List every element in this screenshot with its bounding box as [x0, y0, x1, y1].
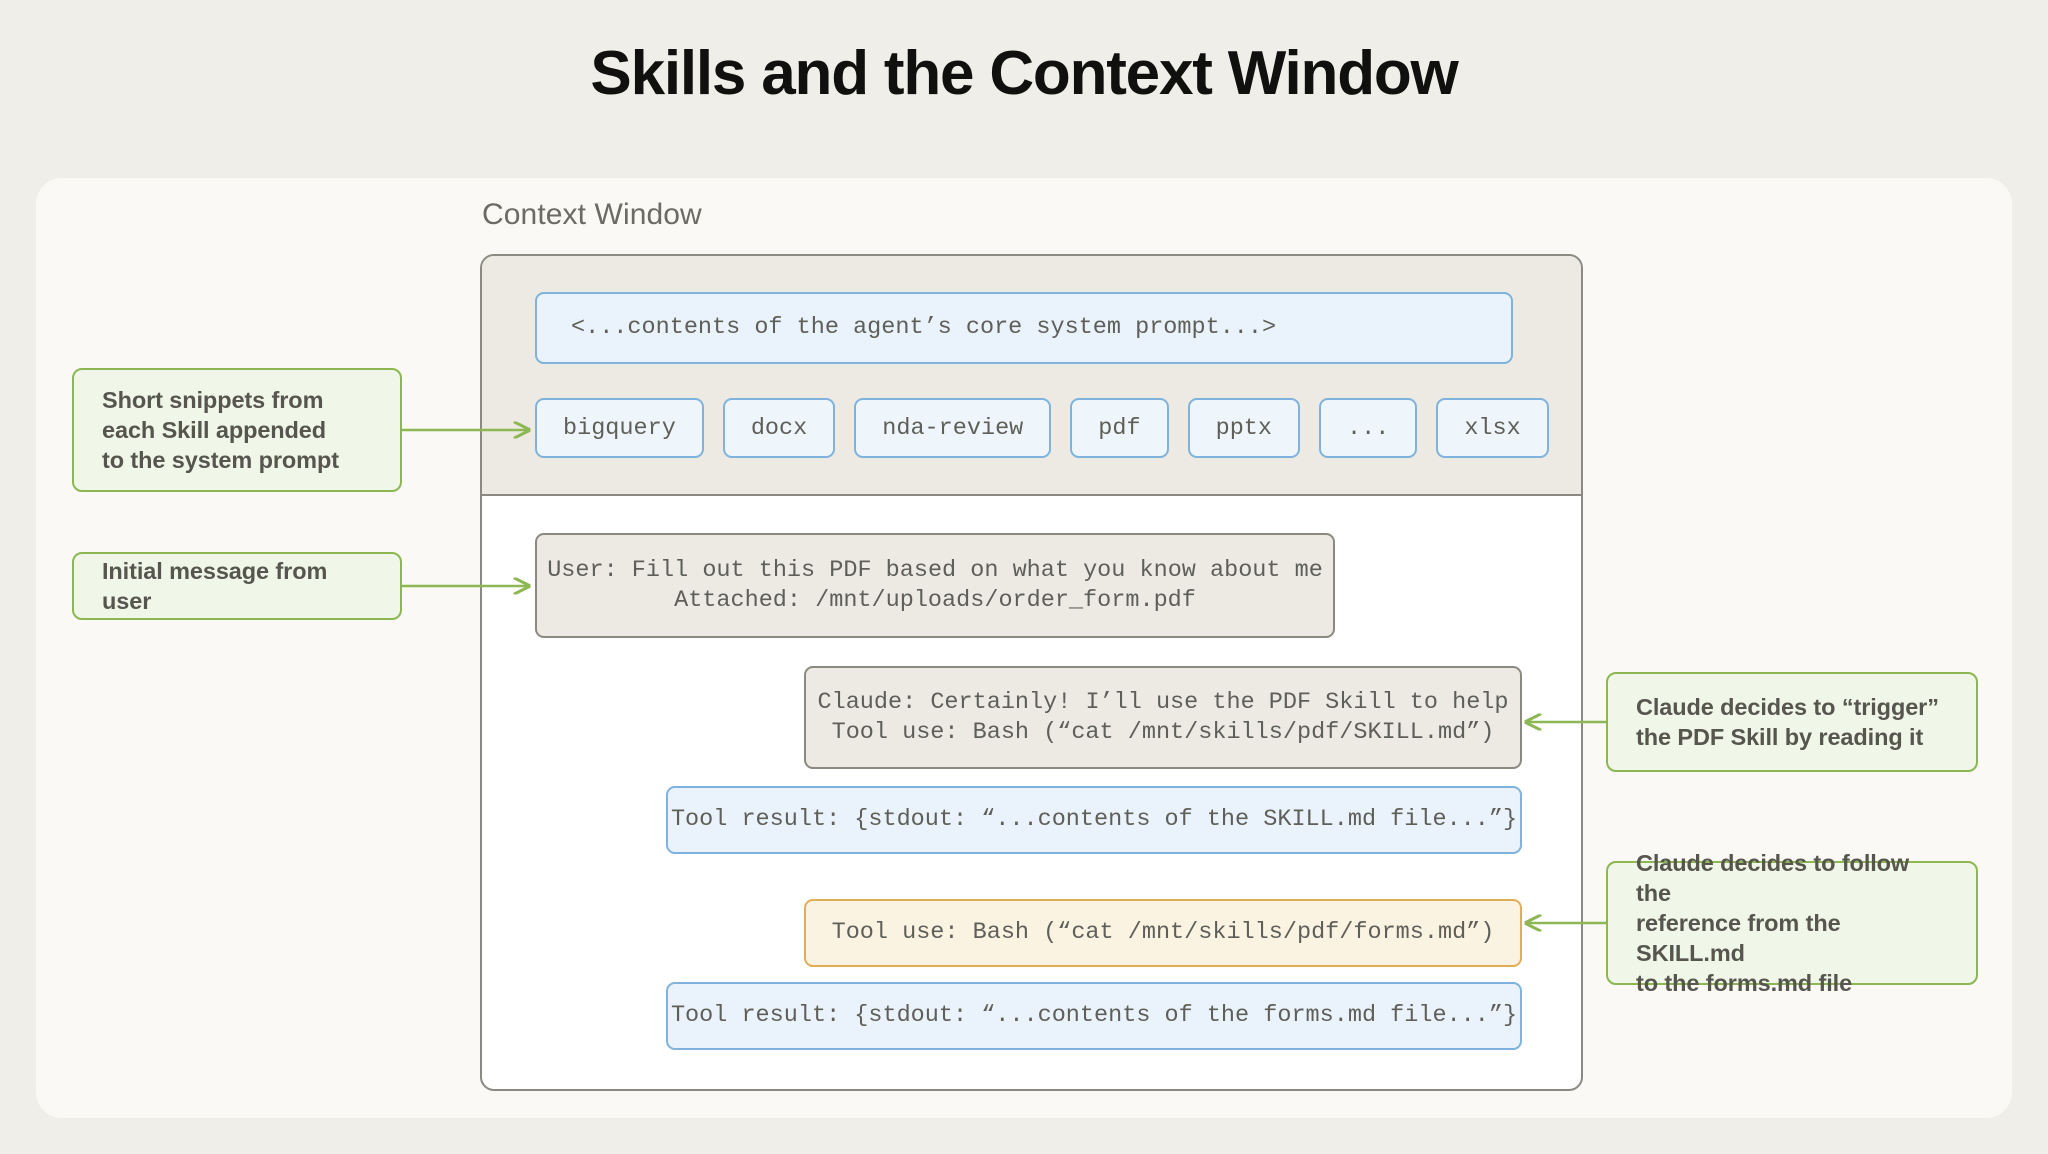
- transcript-tool-result-skill-md: Tool result: {stdout: “...contents of th…: [666, 786, 1522, 854]
- transcript-tool-result-forms-md: Tool result: {stdout: “...contents of th…: [666, 982, 1522, 1050]
- page-title: Skills and the Context Window: [590, 39, 1458, 108]
- annotation-initial-message: Initial message from user: [72, 552, 402, 620]
- annotation-follow-reference-line-2: reference from the SKILL.md: [1636, 910, 1841, 966]
- transcript-tool-use-forms-md: Tool use: Bash (“cat /mnt/skills/pdf/for…: [804, 899, 1522, 967]
- annotation-trigger-skill: Claude decides to “trigger” the PDF Skil…: [1606, 672, 1978, 772]
- user-message-line-2: Attached: /mnt/uploads/order_form.pdf: [674, 586, 1196, 614]
- annotation-trigger-skill-line-1: Claude decides to “trigger”: [1636, 694, 1939, 720]
- annotation-follow-reference-line-3: to the forms.md file: [1636, 970, 1853, 996]
- skill-chip-pdf[interactable]: pdf: [1070, 398, 1169, 458]
- skill-chip-xlsx[interactable]: xlsx: [1436, 398, 1549, 458]
- claude-response-line-1: Claude: Certainly! I’ll use the PDF Skil…: [817, 688, 1509, 716]
- skill-chip-nda-review[interactable]: nda-review: [854, 398, 1052, 458]
- skill-chip-ellipsis[interactable]: ...: [1319, 398, 1418, 458]
- skill-chip-docx[interactable]: docx: [722, 398, 836, 458]
- system-prompt-box: <...contents of the agent’s core system …: [535, 292, 1513, 364]
- claude-response-line-2: Tool use: Bash (“cat /mnt/skills/pdf/SKI…: [831, 718, 1495, 746]
- annotation-trigger-skill-line-2: the PDF Skill by reading it: [1636, 724, 1924, 750]
- annotation-skill-snippets: Short snippets from each Skill appended …: [72, 368, 402, 492]
- skill-chip-pptx[interactable]: pptx: [1187, 398, 1301, 458]
- skill-chip-row: bigquery docx nda-review pdf pptx ... xl…: [535, 398, 1549, 458]
- annotation-initial-message-line-1: Initial message from user: [102, 558, 328, 614]
- context-window-label: Context Window: [482, 198, 702, 231]
- tool-use-forms-md-text: Tool use: Bash (“cat /mnt/skills/pdf/for…: [831, 919, 1495, 946]
- skill-chip-bigquery[interactable]: bigquery: [535, 398, 704, 458]
- system-prompt-text: <...contents of the agent’s core system …: [571, 314, 1277, 341]
- transcript-claude-response: Claude: Certainly! I’ll use the PDF Skil…: [804, 666, 1522, 769]
- annotation-follow-reference: Claude decides to follow the reference f…: [1606, 850, 1978, 996]
- annotation-skill-snippets-line-1: Short snippets from: [102, 387, 324, 413]
- tool-result-skill-md-text: Tool result: {stdout: “...contents of th…: [670, 806, 1518, 833]
- context-window-frame: <...contents of the agent’s core system …: [480, 254, 1583, 1091]
- annotation-skill-snippets-line-2: each Skill appended: [102, 417, 327, 443]
- annotation-skill-snippets-line-3: to the system prompt: [102, 447, 339, 473]
- tool-result-forms-md-text: Tool result: {stdout: “...contents of th…: [670, 1002, 1518, 1029]
- annotation-follow-reference-line-1: Claude decides to follow the: [1636, 850, 1910, 906]
- transcript-user-message: User: Fill out this PDF based on what yo…: [535, 533, 1335, 638]
- user-message-line-1: User: Fill out this PDF based on what yo…: [547, 556, 1323, 584]
